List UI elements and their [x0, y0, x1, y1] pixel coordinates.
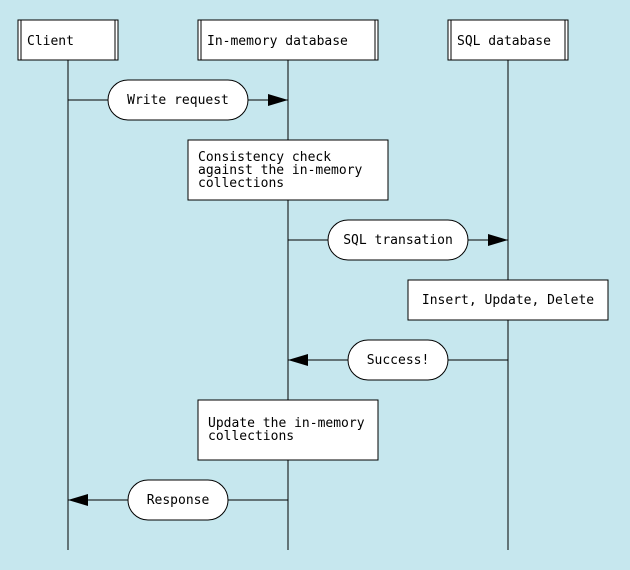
note-update-line-1: Update the in-memory	[208, 416, 365, 431]
participant-memory: In-memory database	[197, 19, 379, 61]
message-response: Response	[68, 479, 288, 521]
message-write-request-label: Write request	[127, 93, 229, 108]
message-response-label: Response	[147, 493, 210, 508]
participant-sql-label: SQL database	[457, 34, 551, 49]
message-sql-transaction-label: SQL transation	[343, 233, 453, 248]
participant-client: Client	[17, 19, 119, 61]
participant-sql: SQL database	[447, 19, 569, 61]
note-consistency-line-2: against the in-memory	[198, 163, 363, 178]
participant-client-label: Client	[27, 34, 74, 49]
note-consistency-check: Consistency check against the in-memory …	[187, 139, 389, 201]
note-insert-update-delete: Insert, Update, Delete	[407, 279, 609, 321]
message-sql-transaction: SQL transation	[288, 219, 508, 261]
message-success-label: Success!	[367, 353, 430, 368]
participant-memory-label: In-memory database	[207, 34, 348, 49]
note-consistency-line-1: Consistency check	[198, 150, 331, 165]
message-write-request: Write request	[68, 79, 288, 121]
note-consistency-line-3: collections	[198, 176, 284, 191]
note-update-collections: Update the in-memory collections	[197, 399, 379, 461]
note-insert-line-1: Insert, Update, Delete	[422, 293, 594, 308]
message-success: Success!	[288, 339, 508, 381]
note-update-line-2: collections	[208, 429, 294, 444]
